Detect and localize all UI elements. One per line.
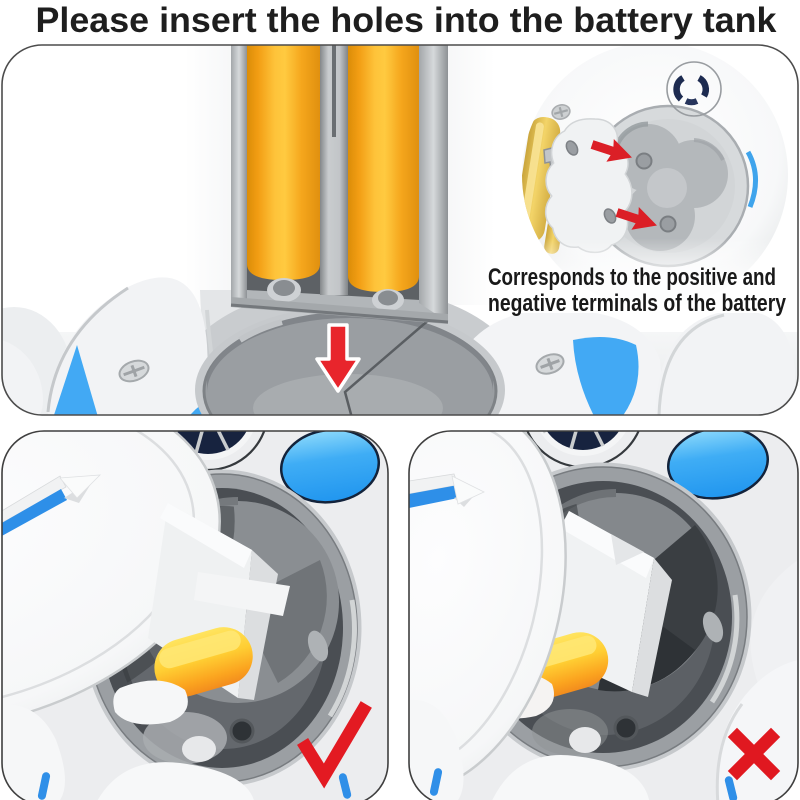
svg-text:Corresponds to the positive an: Corresponds to the positive and <box>488 264 776 291</box>
svg-text:negative terminals of the batt: negative terminals of the battery <box>488 290 787 317</box>
svg-text:Please insert the holes into t: Please insert the holes into the battery… <box>36 1 778 40</box>
